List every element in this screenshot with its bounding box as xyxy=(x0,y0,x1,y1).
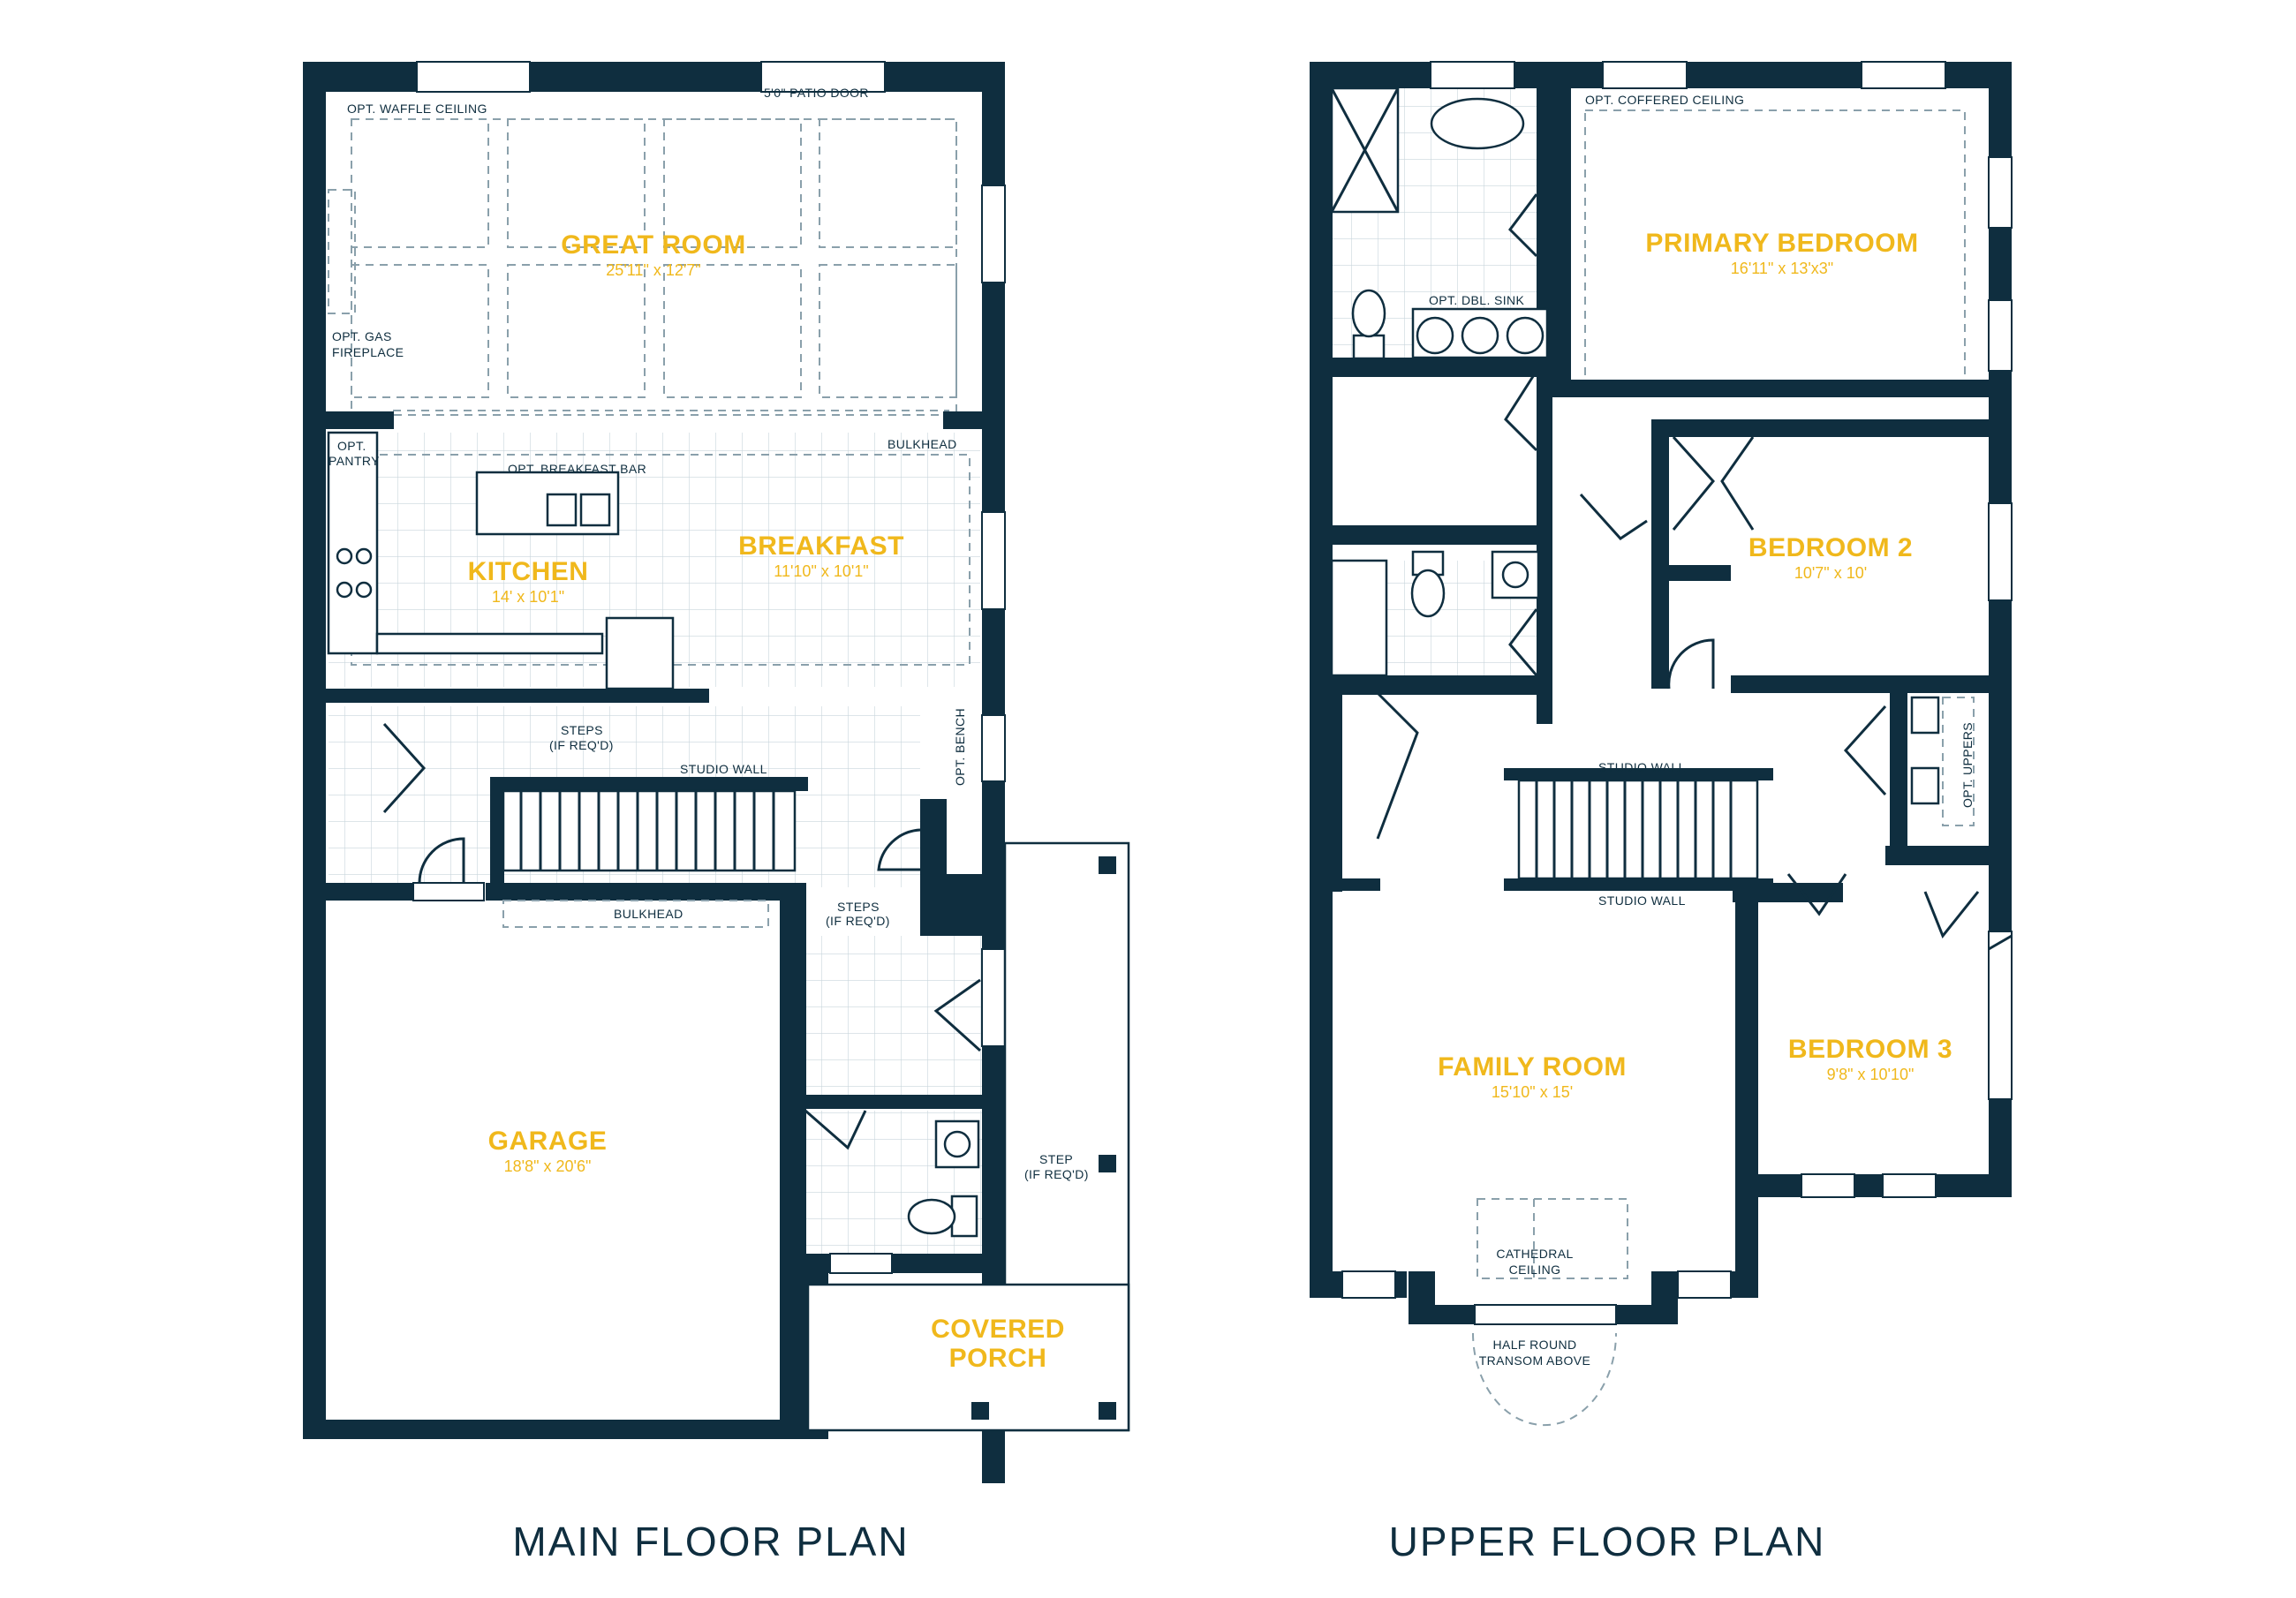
dim-bedroom-3: 9'8" x 10'10" xyxy=(1827,1066,1915,1083)
bathtub-oval xyxy=(1430,97,1525,150)
kitchen-counter-left xyxy=(327,431,379,655)
note-opt-uppers: OPT. UPPERS xyxy=(1960,722,1975,808)
wall-bedroom3-bottom xyxy=(1735,1174,2012,1197)
garage-bulkhead xyxy=(502,900,769,928)
dim-breakfast: 11'10" x 10'1" xyxy=(774,562,868,580)
note-half-round-2: TRANSOM ABOVE xyxy=(1479,1353,1591,1368)
wall-great-kitchen-r xyxy=(943,411,1005,429)
room-covered-porch-2: PORCH xyxy=(949,1344,1047,1373)
note-pantry-2: PANTRY xyxy=(329,454,380,468)
wall-top xyxy=(303,62,1005,92)
upper-stairs xyxy=(1517,779,1759,880)
mudroom-tile-floor xyxy=(805,936,982,1104)
wall-great-kitchen-l xyxy=(303,411,394,429)
note-cathedral-2: CEILING xyxy=(1509,1263,1561,1277)
note-steps: STEPS xyxy=(561,723,603,737)
patio-door xyxy=(760,61,886,93)
note-steps-2: (IF REQ'D) xyxy=(549,738,614,752)
main-bathtub xyxy=(1330,559,1388,677)
ensuite-toilet xyxy=(1352,334,1386,360)
note-cathedral: CATHEDRAL xyxy=(1496,1247,1573,1261)
room-kitchen: KITCHEN xyxy=(468,557,589,586)
note-steps-b-2: (IF REQ'D) xyxy=(826,914,890,928)
half-round-transom xyxy=(1472,1332,1617,1427)
note-gas-fireplace: OPT. GAS xyxy=(332,329,392,343)
note-half-round: HALF ROUND xyxy=(1492,1338,1576,1352)
mudroom-door xyxy=(933,978,982,1052)
room-great-room: GREAT ROOM xyxy=(561,230,745,260)
note-breakfast-bar: OPT. BREAKFAST BAR xyxy=(508,462,646,476)
closet-door-2 xyxy=(877,828,921,871)
note-coffered-ceiling: OPT. COFFERED CEILING xyxy=(1585,93,1744,107)
upper-floor-plan: OPT. COFFERED CEILING OPT. DBL. SINK STU… xyxy=(1310,61,2013,1564)
note-studio-wall-top: STUDIO WALL xyxy=(1598,760,1686,774)
wall-family-right xyxy=(1735,883,1758,1298)
room-bedroom-3: BEDROOM 3 xyxy=(1788,1035,1952,1064)
wall-bedroom2-left xyxy=(1651,419,1669,689)
note-step-porch-2: (IF REQ'D) xyxy=(1024,1167,1089,1181)
dim-kitchen: 14' x 10'1" xyxy=(492,588,564,606)
dim-garage: 18'8" x 20'6" xyxy=(504,1157,592,1175)
garage-door-swing xyxy=(418,837,465,884)
note-steps-b: STEPS xyxy=(837,900,880,914)
waffle-ceiling-grid xyxy=(328,118,957,416)
dim-primary-bedroom: 16'11" x 13'x3" xyxy=(1731,260,1833,277)
main-stairs xyxy=(502,789,797,872)
note-step-porch: STEP xyxy=(1039,1152,1073,1166)
room-covered-porch: COVERED xyxy=(931,1315,1065,1344)
note-opt-bench: OPT. BENCH xyxy=(953,708,967,786)
room-family-room: FAMILY ROOM xyxy=(1438,1052,1627,1082)
wall-garage-bottom xyxy=(303,1420,806,1439)
covered-porch-structure xyxy=(806,841,1130,1432)
note-studio-wall: STUDIO WALL xyxy=(680,762,767,776)
note-bulkhead-garage: BULKHEAD xyxy=(614,907,684,921)
dim-family-room: 15'10" x 15' xyxy=(1492,1083,1573,1101)
note-dbl-sink: OPT. DBL. SINK xyxy=(1429,293,1525,307)
caption-main-floor: MAIN FLOOR PLAN xyxy=(512,1519,909,1564)
window xyxy=(416,61,531,93)
note-pantry: OPT. xyxy=(337,439,366,453)
cathedral-outline xyxy=(1477,1198,1628,1279)
dim-bedroom-2: 10'7" x 10' xyxy=(1794,564,1867,582)
room-breakfast: BREAKFAST xyxy=(738,531,904,561)
note-gas-fireplace-2: FIREPLACE xyxy=(332,345,404,359)
room-primary-bedroom: PRIMARY BEDROOM xyxy=(1645,229,1918,258)
wall-kitchen-foyer xyxy=(303,689,709,703)
note-studio-wall-bottom: STUDIO WALL xyxy=(1598,893,1686,908)
note-waffle-ceiling: OPT. WAFFLE CEILING xyxy=(347,102,487,116)
dim-great-room: 25'11" x 12'7" xyxy=(606,261,700,279)
sink xyxy=(546,493,578,527)
kitchen-counter-bottom xyxy=(375,632,604,655)
wall-foyer-garage xyxy=(303,883,418,901)
fridge xyxy=(605,616,675,690)
stair-wall xyxy=(490,777,808,791)
note-bulkhead: BULKHEAD xyxy=(887,437,957,451)
note-patio-door: 5'0" PATIO DOOR xyxy=(764,86,869,100)
closet-door xyxy=(382,722,427,814)
main-floor-plan: OPT. WAFFLE CEILING 5'0" PATIO DOOR OPT.… xyxy=(303,61,1130,1564)
wall-garage-right xyxy=(780,883,806,1439)
room-bedroom-2: BEDROOM 2 xyxy=(1748,533,1913,562)
wall-left xyxy=(303,62,326,1439)
powder-door xyxy=(804,1109,867,1150)
caption-upper-floor: UPPER FLOOR PLAN xyxy=(1389,1519,1826,1564)
room-garage: GARAGE xyxy=(488,1127,608,1156)
